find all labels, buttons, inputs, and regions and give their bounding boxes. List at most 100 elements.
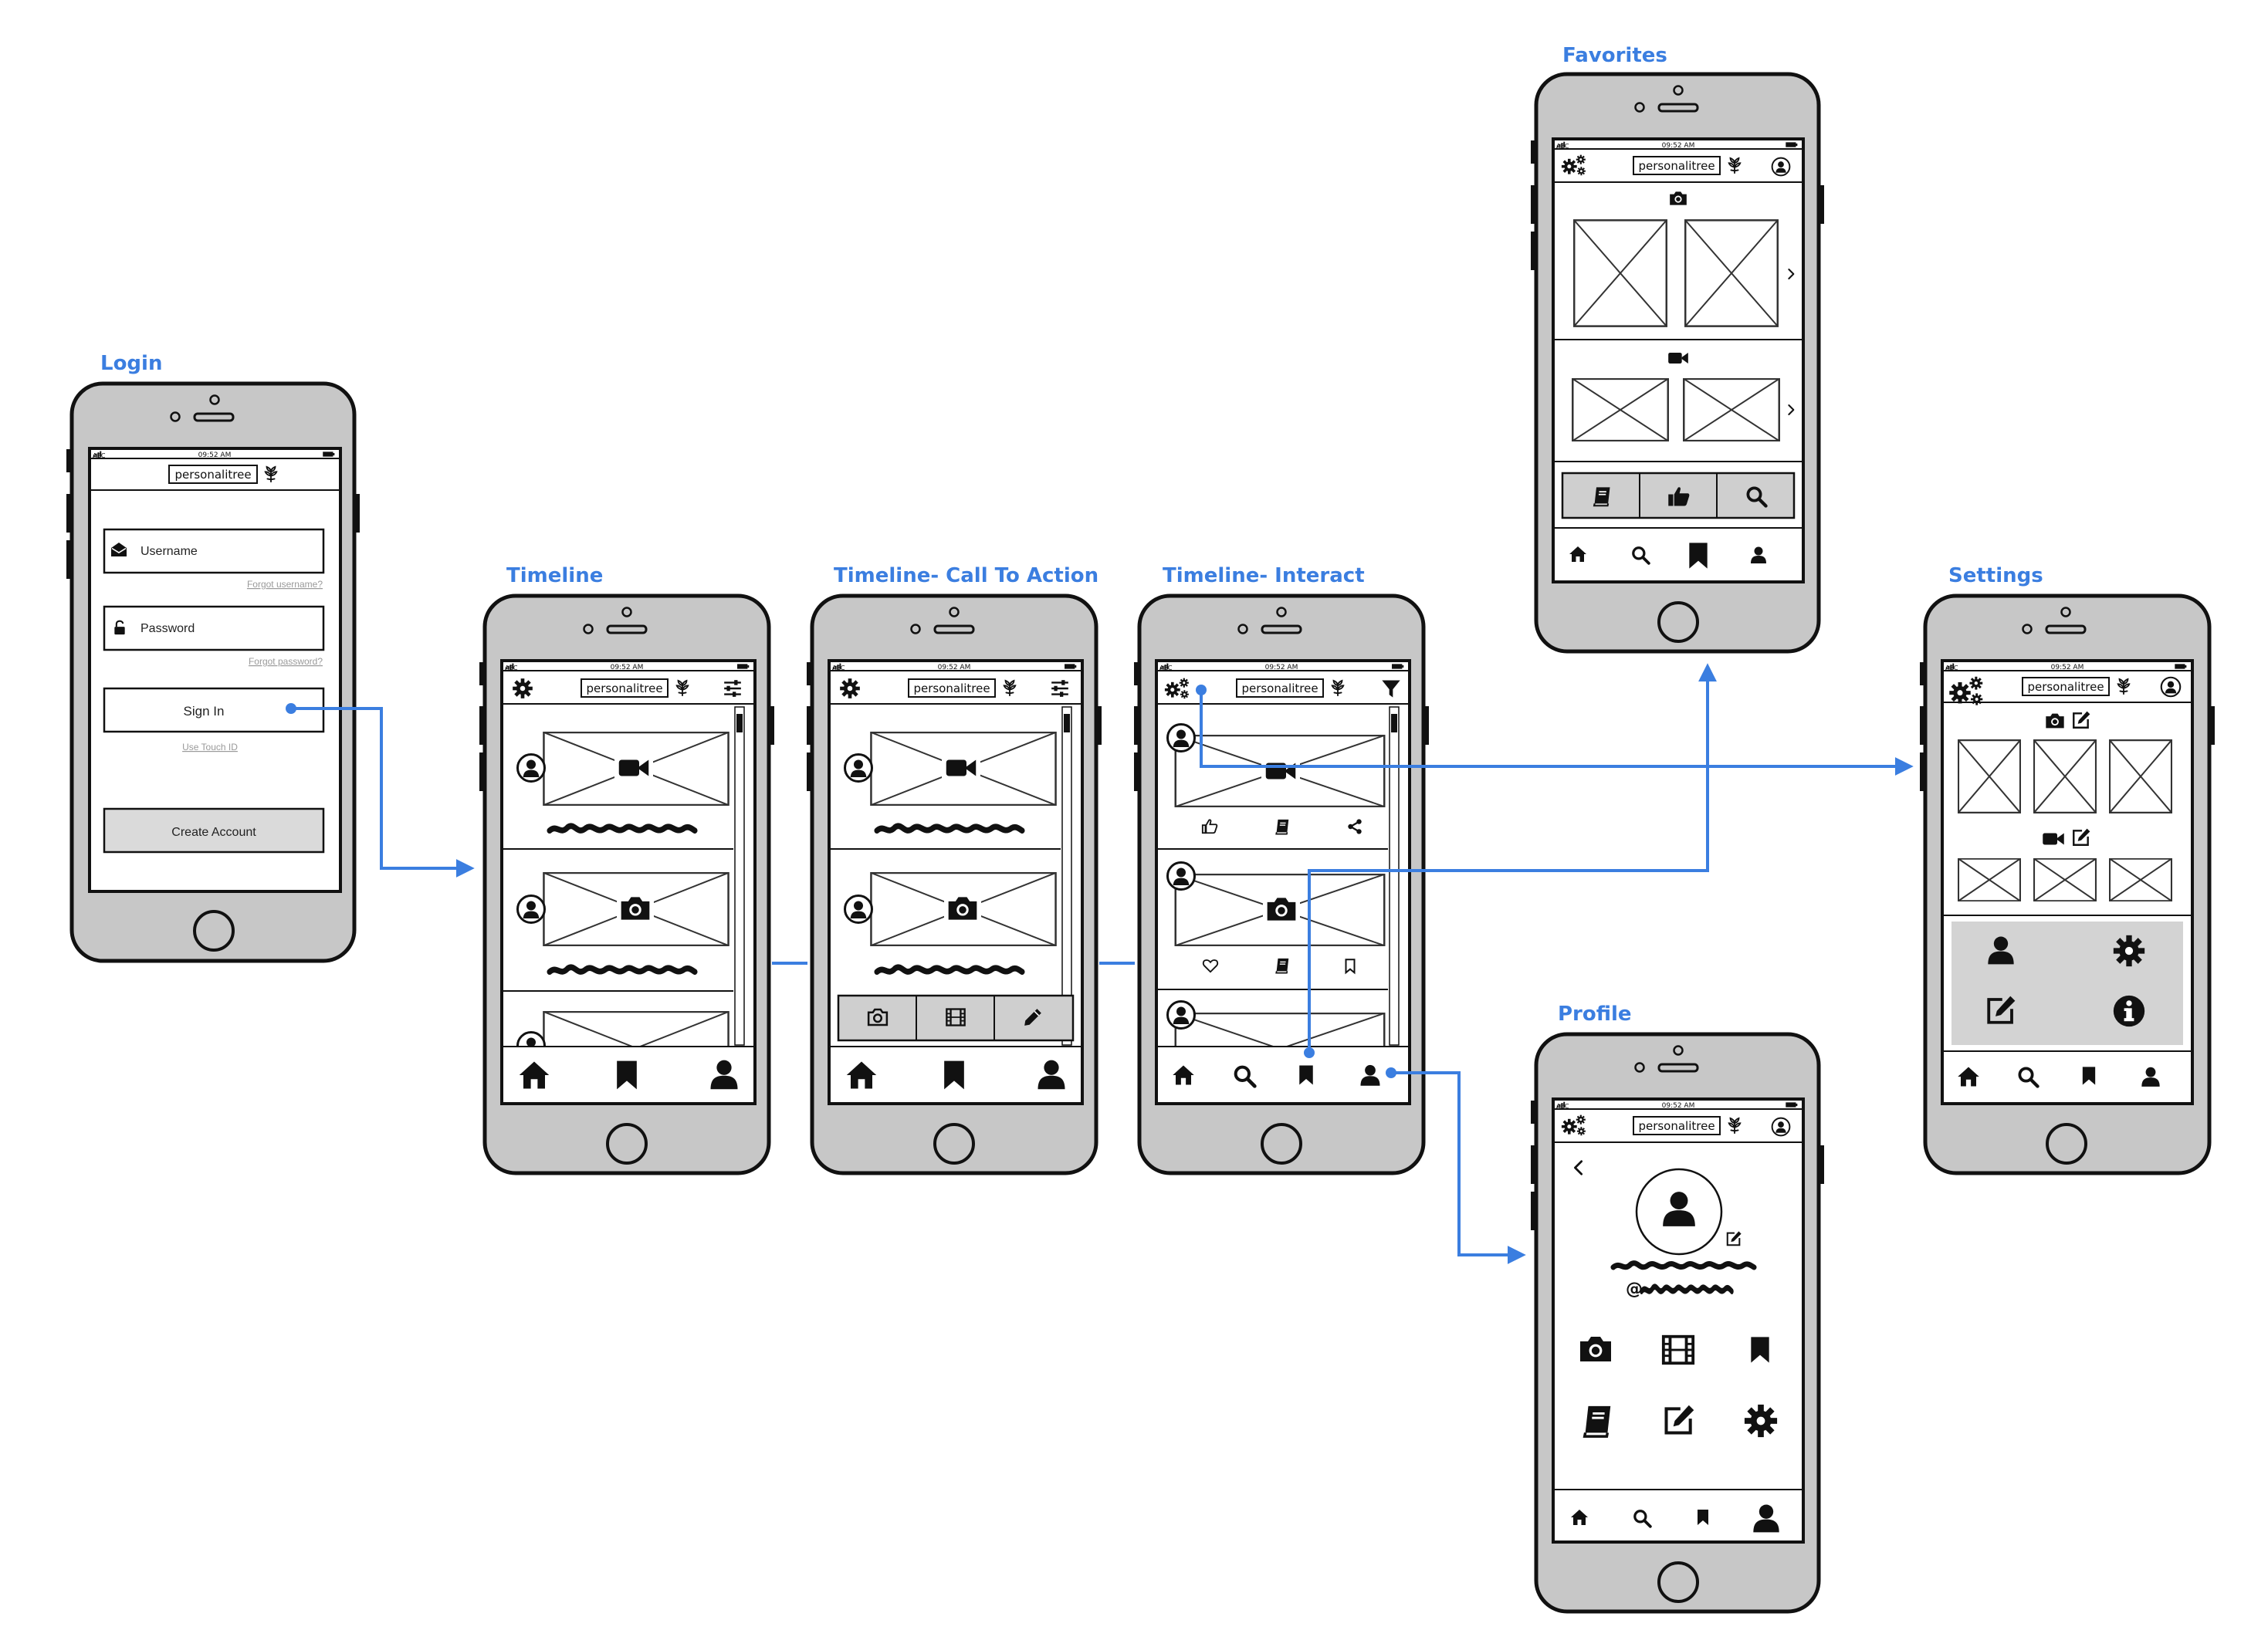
status-carrier: ABC bbox=[93, 452, 106, 459]
status-time: 09:52 AM bbox=[938, 664, 971, 671]
brand-name: personalitree bbox=[913, 681, 990, 695]
status-time: 09:52 AM bbox=[1265, 664, 1298, 671]
avatar-icon[interactable] bbox=[516, 753, 546, 783]
photo-thumbnail[interactable] bbox=[2033, 739, 2097, 813]
home-button[interactable] bbox=[606, 1123, 648, 1165]
home-button[interactable] bbox=[1261, 1123, 1302, 1165]
phone-favorites: ABC 09:52 AM personalitree bbox=[1531, 72, 1824, 654]
photo-thumbnail[interactable] bbox=[1958, 739, 2021, 813]
avatar-icon[interactable] bbox=[1771, 157, 1791, 177]
video-favorite[interactable] bbox=[1683, 378, 1780, 441]
brand-name: personalitree bbox=[174, 468, 251, 482]
gear-icon[interactable] bbox=[840, 678, 860, 698]
phone-timeline: ABC 09:52 AM personalitree bbox=[479, 594, 774, 1175]
photo-favorite[interactable] bbox=[1684, 219, 1779, 327]
video-thumbnail[interactable] bbox=[2033, 858, 2097, 901]
gear-icon[interactable] bbox=[1744, 1404, 1778, 1438]
call-to-action-bar bbox=[837, 994, 1075, 1042]
avatar-icon[interactable] bbox=[844, 895, 873, 924]
flow-arrow bbox=[1308, 663, 1717, 1053]
status-carrier: ABC bbox=[1945, 665, 1958, 671]
favorites-filter-bar bbox=[1561, 472, 1796, 519]
phone-settings: ABC 09:52 AM personalitree bbox=[1920, 594, 2215, 1175]
sign-in-label: Sign In bbox=[184, 704, 225, 719]
password-placeholder: Password bbox=[140, 622, 195, 635]
title-timeline-interact: Timeline- Interact bbox=[1163, 564, 1365, 587]
brand-logo bbox=[1633, 156, 1721, 175]
flow-arrow bbox=[1200, 690, 1914, 776]
brand-name: personalitree bbox=[1638, 159, 1715, 173]
settings-options-panel bbox=[1951, 922, 2183, 1045]
status-time: 09:52 AM bbox=[611, 664, 644, 671]
status-time: 09:52 AM bbox=[2051, 664, 2084, 671]
create-account-button[interactable] bbox=[103, 807, 325, 854]
avatar-icon[interactable] bbox=[1166, 861, 1196, 891]
photo-favorite[interactable] bbox=[1573, 219, 1667, 327]
home-button[interactable] bbox=[1657, 1561, 1699, 1603]
video-thumbnail[interactable] bbox=[1958, 858, 2021, 901]
gear-icon[interactable] bbox=[513, 678, 533, 698]
photo-thumbnail[interactable] bbox=[2109, 739, 2172, 813]
phone-timeline-interact: ABC 09:52 AM personalitree bbox=[1134, 594, 1429, 1175]
status-time: 09:52 AM bbox=[198, 451, 232, 459]
book-icon[interactable] bbox=[1275, 819, 1290, 835]
video-thumbnail[interactable] bbox=[2109, 858, 2172, 901]
status-time: 09:52 AM bbox=[1662, 142, 1695, 150]
brand-logo bbox=[2022, 677, 2110, 696]
status-carrier: ABC bbox=[1159, 665, 1173, 671]
phone-login: ABC 09:52 AM personalitree Username Forg… bbox=[66, 381, 360, 963]
flow-arrow bbox=[291, 707, 475, 878]
brand-name: personalitree bbox=[1241, 681, 1318, 695]
home-button[interactable] bbox=[193, 910, 235, 952]
status-carrier: ABC bbox=[1556, 1103, 1569, 1110]
info-icon[interactable] bbox=[2113, 995, 2145, 1027]
title-timeline: Timeline bbox=[506, 564, 603, 587]
book-icon[interactable] bbox=[1583, 1405, 1612, 1438]
status-carrier: ABC bbox=[505, 665, 518, 671]
avatar-icon[interactable] bbox=[1771, 1117, 1791, 1137]
cta-photo-button[interactable] bbox=[838, 996, 916, 1040]
status-carrier: ABC bbox=[1556, 143, 1569, 150]
avatar-icon[interactable] bbox=[2160, 676, 2182, 698]
scrollbar[interactable] bbox=[734, 706, 745, 1046]
flow-connectors bbox=[286, 663, 1914, 1264]
home-button[interactable] bbox=[2046, 1123, 2087, 1165]
title-login: Login bbox=[100, 352, 162, 375]
avatar-icon[interactable] bbox=[1166, 1000, 1196, 1030]
create-account-label: Create Account bbox=[171, 826, 256, 839]
phone-timeline-cta: ABC 09:52 AM personalitree bbox=[807, 594, 1102, 1175]
profile-handle-prefix: @ bbox=[1626, 1280, 1643, 1299]
gear-icon[interactable] bbox=[2113, 935, 2145, 967]
scrollbar[interactable] bbox=[1061, 706, 1072, 1046]
title-profile: Profile bbox=[1558, 1003, 1632, 1026]
scrollbar[interactable] bbox=[1389, 706, 1400, 1046]
password-input[interactable] bbox=[103, 605, 325, 651]
book-icon[interactable] bbox=[1275, 958, 1290, 974]
title-settings: Settings bbox=[1948, 564, 2043, 587]
sliders-icon[interactable] bbox=[1050, 678, 1070, 698]
cta-video-button[interactable] bbox=[916, 996, 994, 1040]
brand-logo bbox=[1633, 1116, 1721, 1135]
forgot-username-link[interactable]: Forgot username? bbox=[247, 579, 323, 590]
username-input[interactable] bbox=[103, 528, 325, 574]
brand-logo bbox=[908, 678, 996, 698]
status-carrier: ABC bbox=[832, 665, 845, 671]
touch-id-link[interactable]: Use Touch ID bbox=[182, 742, 238, 752]
brand-name: personalitree bbox=[1638, 1119, 1715, 1133]
filter-search-button[interactable] bbox=[1717, 473, 1794, 518]
avatar-icon[interactable] bbox=[844, 753, 873, 783]
home-button[interactable] bbox=[1657, 601, 1699, 643]
home-button[interactable] bbox=[933, 1123, 975, 1165]
brand-logo bbox=[168, 465, 258, 484]
title-timeline-cta: Timeline- Call To Action bbox=[834, 564, 1098, 587]
book-icon bbox=[1593, 486, 1611, 507]
sliders-icon[interactable] bbox=[723, 678, 743, 698]
avatar-icon[interactable] bbox=[516, 895, 546, 924]
avatar-icon[interactable] bbox=[1166, 723, 1196, 752]
brand-name: personalitree bbox=[2027, 680, 2104, 694]
phone-profile: ABC 09:52 AM personalitree @ bbox=[1531, 1032, 1824, 1614]
video-favorite[interactable] bbox=[1572, 378, 1669, 441]
forgot-password-link[interactable]: Forgot password? bbox=[249, 656, 323, 667]
brand-logo bbox=[581, 678, 669, 698]
